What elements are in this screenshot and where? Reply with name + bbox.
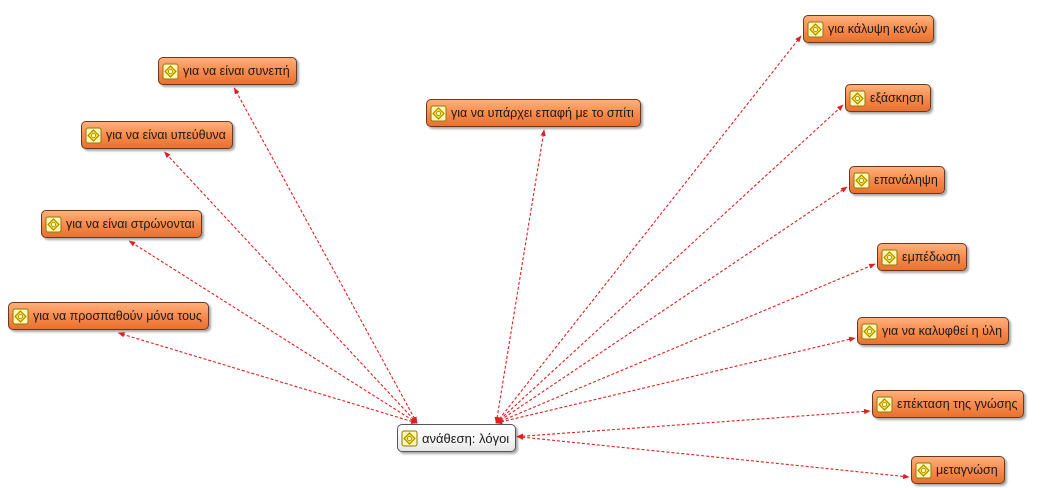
code-label: επανάληψη: [874, 173, 938, 187]
code-label: εξάσκηση: [870, 91, 924, 105]
edge-arrow: [164, 151, 418, 424]
code-node[interactable]: για να καλυφθεί η ύλη: [857, 317, 1010, 345]
code-node[interactable]: επέκταση της γνώσης: [872, 390, 1025, 418]
code-icon: [807, 21, 824, 38]
code-node[interactable]: μεταγνώση: [911, 456, 1005, 484]
code-icon: [162, 63, 179, 80]
code-node[interactable]: επανάληψη: [849, 166, 945, 194]
code-label: για να υπάρχει επαφή με το σπίτι: [451, 106, 634, 120]
code-icon: [401, 430, 418, 447]
code-node[interactable]: για να είναι συνεπή: [158, 57, 297, 85]
code-icon: [45, 216, 62, 233]
code-node[interactable]: για να είναι στρώνονται: [41, 210, 202, 238]
code-node[interactable]: εμπέδωση: [877, 243, 968, 271]
edge-arrow: [495, 35, 802, 424]
code-label: για κάλυψη κενών: [828, 22, 928, 36]
code-label: για να είναι συνεπή: [183, 64, 290, 78]
code-label: για να προσπαθούν μόνα τους: [33, 309, 202, 323]
code-icon: [849, 90, 866, 107]
code-label: για να καλυφθεί η ύλη: [882, 324, 1003, 338]
code-icon: [853, 172, 870, 189]
code-label: επέκταση της γνώσης: [897, 397, 1018, 411]
code-icon: [12, 308, 29, 325]
hub-node[interactable]: ανάθεση: λόγοι: [397, 424, 517, 452]
code-node[interactable]: για να προσπαθούν μόνα τους: [8, 302, 209, 330]
edge-arrow: [495, 263, 876, 424]
code-node[interactable]: για να υπάρχει επαφή με το σπίτι: [426, 99, 641, 127]
code-node[interactable]: για να είναι υπεύθυνα: [81, 121, 233, 149]
edge-arrow: [516, 408, 871, 439]
edge-arrow: [128, 240, 418, 424]
code-icon: [861, 323, 878, 340]
code-label: μεταγνώση: [936, 463, 998, 477]
edge-arrow: [494, 129, 546, 424]
code-icon: [915, 462, 932, 479]
edge-arrow: [495, 336, 856, 425]
code-icon: [85, 127, 102, 144]
edge-arrow: [516, 434, 910, 480]
code-icon: [876, 396, 893, 413]
edge-arrow: [495, 186, 848, 424]
code-node[interactable]: εξάσκηση: [845, 84, 931, 112]
edge-arrow: [233, 87, 418, 424]
code-node[interactable]: για κάλυψη κενών: [803, 15, 935, 43]
code-label: για να είναι υπεύθυνα: [106, 128, 226, 142]
code-label: για να είναι στρώνονται: [66, 217, 195, 231]
edge-arrow: [495, 104, 844, 424]
edge-arrow: [117, 332, 418, 424]
code-icon: [881, 249, 898, 266]
hub-label: ανάθεση: λόγοι: [422, 430, 510, 446]
code-label: εμπέδωση: [902, 250, 961, 264]
code-icon: [430, 105, 447, 122]
